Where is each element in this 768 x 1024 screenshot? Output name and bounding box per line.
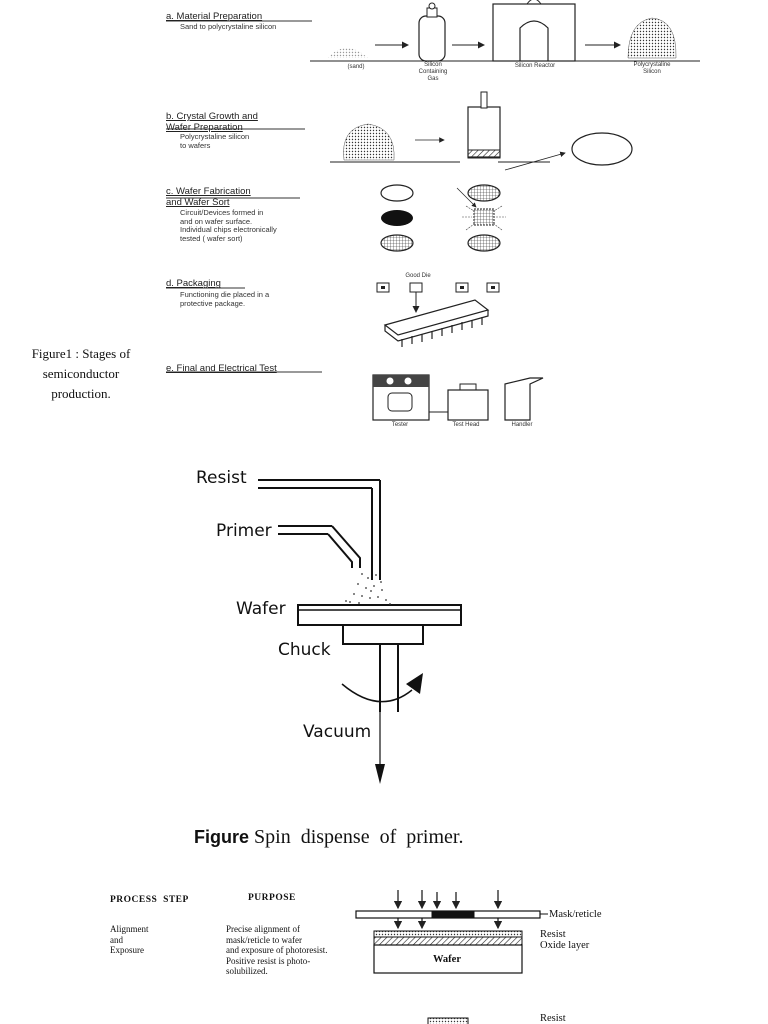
col-purpose: PURPOSE bbox=[248, 893, 296, 903]
label-chuck: Chuck bbox=[278, 640, 331, 660]
label-diagram-resist: Resist bbox=[540, 929, 566, 940]
stage-c-title: c. Wafer Fabrication and Wafer Sort bbox=[166, 186, 251, 208]
row-purpose: Precise alignment of mask/reticle to waf… bbox=[226, 924, 328, 976]
label-gas: Silicon Containing Gas bbox=[418, 62, 448, 82]
wafer-disc bbox=[571, 132, 633, 166]
label-handler: Handler bbox=[511, 422, 533, 428]
wafer-plate bbox=[297, 604, 462, 626]
label-test-head: Test Head bbox=[452, 422, 480, 428]
label-tester: Tester bbox=[391, 422, 409, 428]
label-mask-reticle: Mask/reticle bbox=[549, 909, 602, 920]
silicon-reactor bbox=[492, 3, 576, 62]
stage-b-artwork bbox=[166, 91, 633, 171]
polysilicon-pile bbox=[627, 17, 677, 59]
handler-unit bbox=[504, 377, 544, 421]
stage-a-artwork bbox=[166, 0, 700, 62]
stage-d-title: d. Packaging bbox=[166, 278, 221, 289]
label-resist-bottom: Resist bbox=[540, 1013, 566, 1024]
label-wafer: Wafer bbox=[236, 599, 286, 619]
figure1-caption: Figure1 : Stages of semiconductor produc… bbox=[31, 346, 131, 401]
figure2-caption-word: Figure bbox=[194, 827, 250, 847]
stage-d-desc: Functioning die placed in a protective p… bbox=[180, 290, 270, 308]
row-step: Alignment and Exposure bbox=[110, 924, 149, 955]
label-good-die: Good Die bbox=[405, 273, 431, 279]
spin-dispense-diagram bbox=[258, 479, 462, 784]
col-process-step: PROCESS STEP bbox=[110, 895, 189, 905]
gas-cylinder bbox=[418, 15, 446, 62]
wafer-block bbox=[373, 944, 523, 974]
stage-c-artwork bbox=[166, 184, 506, 252]
primer-droplets bbox=[345, 573, 391, 605]
alignment-exposure-diagram bbox=[355, 890, 548, 1024]
crystal-ingot bbox=[467, 106, 501, 158]
stage-a-desc: Sand to polycrystaline silicon bbox=[180, 22, 277, 31]
label-resist: Resist bbox=[196, 468, 247, 488]
label-sand: (sand) bbox=[347, 64, 365, 70]
stage-c-desc: Circuit/Devices formed in and on wafer s… bbox=[180, 208, 277, 243]
stage-d-artwork bbox=[166, 282, 500, 347]
stage-b-desc: Polycrystaline silicon to wafers bbox=[180, 132, 250, 150]
label-vacuum: Vacuum bbox=[303, 722, 372, 742]
test-head bbox=[447, 389, 489, 421]
stage-e-title: e. Final and Electrical Test bbox=[166, 363, 277, 374]
figure2-caption-text: Spin dispense of primer. bbox=[254, 826, 464, 848]
sand-pile bbox=[328, 48, 368, 58]
stage-e-artwork bbox=[166, 371, 544, 421]
label-poly: Polycrystaline Silicon bbox=[633, 62, 671, 75]
stage-b-title: b. Crystal Growth and Wafer Preparation bbox=[166, 111, 258, 133]
stage-a-title: a. Material Preparation bbox=[166, 11, 263, 22]
label-diagram-wafer: Wafer bbox=[433, 954, 461, 965]
label-oxide-layer: Oxide layer bbox=[540, 940, 590, 951]
label-reactor: Silicon Reactor bbox=[514, 63, 556, 69]
label-primer: Primer bbox=[216, 521, 272, 541]
figure2-caption: Figure Spin dispense of primer. bbox=[194, 826, 463, 849]
